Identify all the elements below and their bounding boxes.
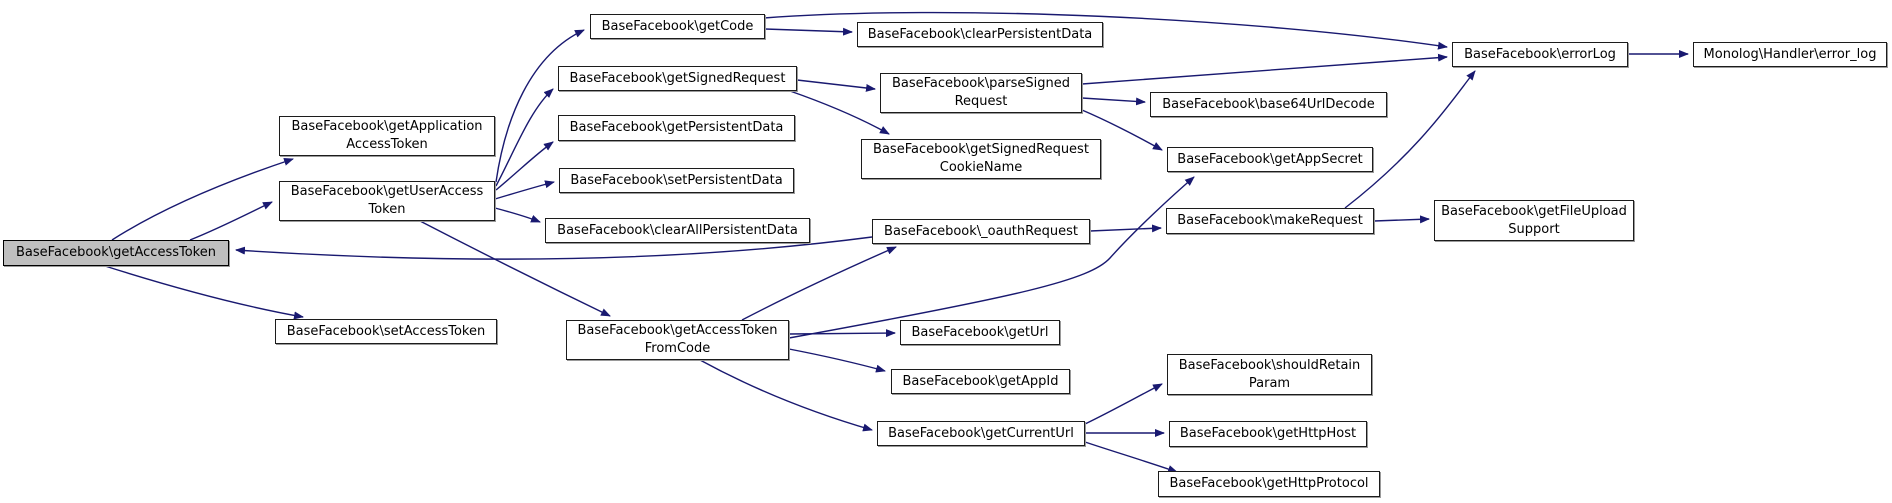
node-label: BaseFacebook\setAccessToken	[286, 323, 486, 339]
node-getHttpProtocol[interactable]: BaseFacebook\getHttpProtocol	[1158, 471, 1380, 497]
edge-oauthRequest-to-getAccessToken	[235, 236, 873, 260]
node-getCurrentUrl[interactable]: BaseFacebook\getCurrentUrl	[877, 421, 1085, 446]
edge-makeRequest-to-getFileUploadSupport	[1373, 215, 1430, 224]
node-label: CookieName	[939, 160, 1023, 175]
node-monologErrorLog[interactable]: Monolog\Handler\error_log	[1693, 42, 1887, 67]
node-clearPersistentData[interactable]: BaseFacebook\clearPersistentData	[857, 22, 1103, 47]
node-label: Monolog\Handler\error_log	[1703, 46, 1877, 62]
edge-getCode-to-clearPersistentData	[764, 27, 853, 36]
edge-parseSignedRequest-to-errorLog	[1081, 53, 1448, 85]
node-setPersistentData[interactable]: BaseFacebook\setPersistentData	[559, 168, 794, 193]
node-oauthRequest[interactable]: BaseFacebook\_oauthRequest	[872, 219, 1090, 244]
node-label: BaseFacebook\setPersistentData	[570, 172, 783, 188]
node-getAppId[interactable]: BaseFacebook\getAppId	[891, 369, 1070, 394]
edges-group	[104, 11, 1689, 473]
node-label: Support	[1508, 221, 1560, 237]
edge-getUserAccessToken-to-clearAllPersistentData	[494, 207, 541, 223]
node-label: BaseFacebook\getSignedRequest	[569, 70, 786, 86]
node-label: BaseFacebook\getCode	[601, 18, 754, 34]
node-label: BaseFacebook\getAccessToken	[577, 323, 778, 338]
node-label: BaseFacebook\getUrl	[911, 324, 1049, 340]
edge-getAccessTokenFromCode-to-oauthRequest	[741, 246, 897, 321]
node-base64UrlDecode[interactable]: BaseFacebook\base64UrlDecode	[1150, 92, 1387, 117]
node-label: BaseFacebook\getFileUpload	[1441, 203, 1627, 219]
edge-getSignedRequest-to-getSignedRequestCookieName	[789, 90, 890, 135]
node-label: BaseFacebook\getCurrentUrl	[888, 425, 1074, 441]
node-label: BaseFacebook\getAppId	[902, 373, 1059, 389]
edge-getAccessToken-to-getApplicationAccessToken	[111, 158, 294, 241]
edge-parseSignedRequest-to-base64UrlDecode	[1081, 97, 1146, 106]
node-label: BaseFacebook\errorLog	[1464, 46, 1616, 62]
node-label: Param	[1248, 375, 1291, 391]
edge-parseSignedRequest-to-getAppSecret	[1081, 109, 1163, 151]
node-getAccessToken[interactable]: BaseFacebook\getAccessToken	[3, 240, 229, 266]
edge-getSignedRequest-to-parseSignedRequest	[796, 79, 876, 92]
edge-getAccessTokenFromCode-to-getUrl	[788, 329, 896, 338]
edge-getUserAccessToken-to-getAccessTokenFromCode	[419, 220, 611, 317]
node-label: BaseFacebook\_oauthRequest	[884, 223, 1078, 239]
node-getPersistentData[interactable]: BaseFacebook\getPersistentData	[558, 115, 795, 141]
node-label: BaseFacebook\getAppSecret	[1177, 151, 1363, 167]
node-label: BaseFacebook\getUserAccess	[290, 184, 484, 199]
node-errorLog[interactable]: BaseFacebook\errorLog	[1452, 42, 1628, 67]
node-label: BaseFacebook\makeRequest	[1177, 213, 1363, 228]
node-label: BaseFacebook\clearPersistentData	[867, 26, 1093, 42]
node-clearAllPersistentData[interactable]: BaseFacebook\clearAllPersistentData	[545, 218, 810, 243]
node-label: BaseFacebook\getAccessToken	[16, 245, 216, 260]
edge-getUserAccessToken-to-setPersistentData	[494, 180, 555, 200]
node-label: BaseFacebook\getPersistentData	[569, 120, 784, 135]
edge-getAccessToken-to-getUserAccessToken	[189, 201, 273, 241]
edge-getAccessTokenFromCode-to-getCurrentUrl	[699, 359, 873, 432]
node-getCode[interactable]: BaseFacebook\getCode	[590, 14, 765, 39]
node-setAccessToken[interactable]: BaseFacebook\setAccessToken	[275, 319, 497, 344]
node-label: BaseFacebook\getHttpProtocol	[1169, 476, 1369, 491]
node-label: BaseFacebook\parseSigned	[891, 76, 1071, 91]
edge-getCode-to-errorLog	[763, 11, 1448, 50]
node-label: BaseFacebook\clearAllPersistentData	[557, 222, 798, 238]
edge-getUserAccessToken-to-getCode	[495, 29, 585, 183]
node-getUrl[interactable]: BaseFacebook\getUrl	[900, 320, 1060, 345]
node-getHttpHost[interactable]: BaseFacebook\getHttpHost	[1169, 421, 1367, 447]
edge-getCurrentUrl-to-getHttpProtocol	[1084, 441, 1178, 473]
node-label: BaseFacebook\shouldRetain	[1178, 357, 1361, 373]
node-label: FromCode	[644, 341, 711, 356]
edge-getAccessTokenFromCode-to-getAppSecret	[788, 176, 1195, 339]
node-getAppSecret[interactable]: BaseFacebook\getAppSecret	[1167, 147, 1373, 172]
edge-oauthRequest-to-makeRequest	[1089, 224, 1162, 233]
edge-getCurrentUrl-to-shouldRetainParam	[1084, 383, 1163, 425]
node-label: AccessToken	[346, 137, 428, 152]
node-label: BaseFacebook\getHttpHost	[1179, 426, 1357, 441]
node-label: Token	[368, 202, 406, 217]
node-makeRequest[interactable]: BaseFacebook\makeRequest	[1166, 208, 1374, 234]
node-getSignedRequest[interactable]: BaseFacebook\getSignedRequest	[558, 66, 797, 91]
edge-getAccessTokenFromCode-to-getAppId	[788, 348, 886, 373]
node-label: BaseFacebook\base64UrlDecode	[1162, 96, 1375, 112]
node-label: BaseFacebook\getSignedRequest	[873, 142, 1089, 157]
edge-getAccessToken-to-setAccessToken	[104, 265, 304, 320]
node-label: Request	[954, 94, 1008, 109]
edge-getUserAccessToken-to-getPersistentData	[495, 141, 554, 191]
edge-makeRequest-to-errorLog	[1344, 70, 1476, 209]
edge-getUserAccessToken-to-getSignedRequest	[495, 88, 554, 187]
node-label: BaseFacebook\getApplication	[291, 119, 483, 134]
